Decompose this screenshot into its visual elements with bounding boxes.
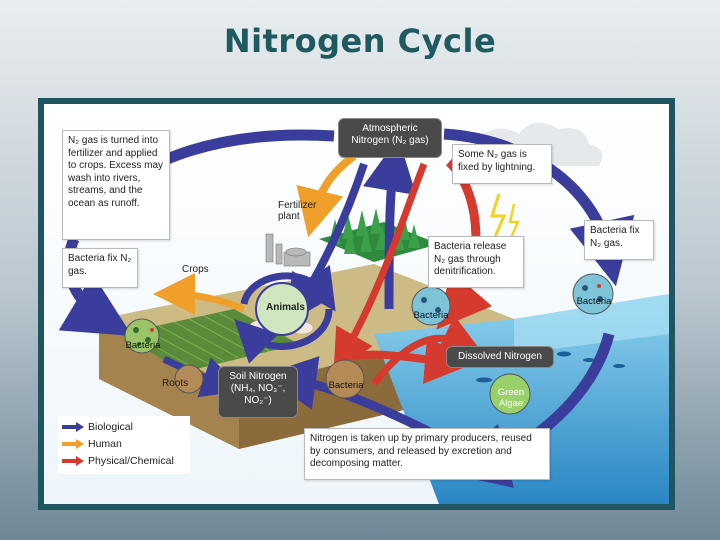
label-roots: Roots xyxy=(162,378,189,389)
label-crops: Crops xyxy=(182,264,209,275)
legend-item-biological: Biological xyxy=(62,420,133,434)
note-lightning: Some N₂ gas is fixed by lightning. xyxy=(452,144,552,184)
legend-label-biological: Biological xyxy=(88,421,133,433)
note-fertilizer-runoff: N₂ gas is turned into fertilizer and app… xyxy=(62,130,170,240)
label-bacteria-water: Bacteria xyxy=(576,296,612,307)
slide-title: Nitrogen Cycle xyxy=(223,22,497,60)
label-green-algae: Green Algae xyxy=(497,387,525,409)
diagram-frame: Atmospheric Nitrogen (N₂ gas) Soil Nitro… xyxy=(38,98,675,510)
legend-label-physical-chemical: Physical/Chemical xyxy=(88,455,174,467)
legend-item-human: Human xyxy=(62,437,122,451)
nitrogen-cycle-diagram: Atmospheric Nitrogen (N₂ gas) Soil Nitro… xyxy=(44,104,669,504)
legend-arrow-physical-chemical-icon xyxy=(62,456,84,466)
label-bacteria-center: Bacteria xyxy=(413,310,449,321)
label-bacteria-roots: Bacteria xyxy=(125,340,161,351)
legend-label-human: Human xyxy=(88,438,122,450)
soil-nitrogen-box: Soil Nitrogen (NH₄, NO₃⁻, NO₂⁻) xyxy=(218,366,298,418)
legend-arrow-biological-icon xyxy=(62,422,84,432)
dissolved-nitrogen-box: Dissolved Nitrogen xyxy=(446,346,554,368)
atmospheric-nitrogen-box: Atmospheric Nitrogen (N₂ gas) xyxy=(338,118,442,158)
label-fertilizer-plant: Fertilizer plant xyxy=(278,200,317,222)
note-bacteria-fix-left: Bacteria fix N₂ gas. xyxy=(62,248,138,288)
legend: Biological Human Physical/Chemical xyxy=(58,416,190,474)
note-bacteria-fix-right: Bacteria fix N₂ gas. xyxy=(584,220,654,260)
label-bacteria-soil: Bacteria xyxy=(328,380,364,391)
note-uptake: Nitrogen is taken up by primary producer… xyxy=(304,428,550,480)
legend-item-physical-chemical: Physical/Chemical xyxy=(62,454,174,468)
note-denitrification: Bacteria release N₂ gas through denitrif… xyxy=(428,236,524,288)
legend-arrow-human-icon xyxy=(62,439,84,449)
label-animals: Animals xyxy=(266,302,305,313)
